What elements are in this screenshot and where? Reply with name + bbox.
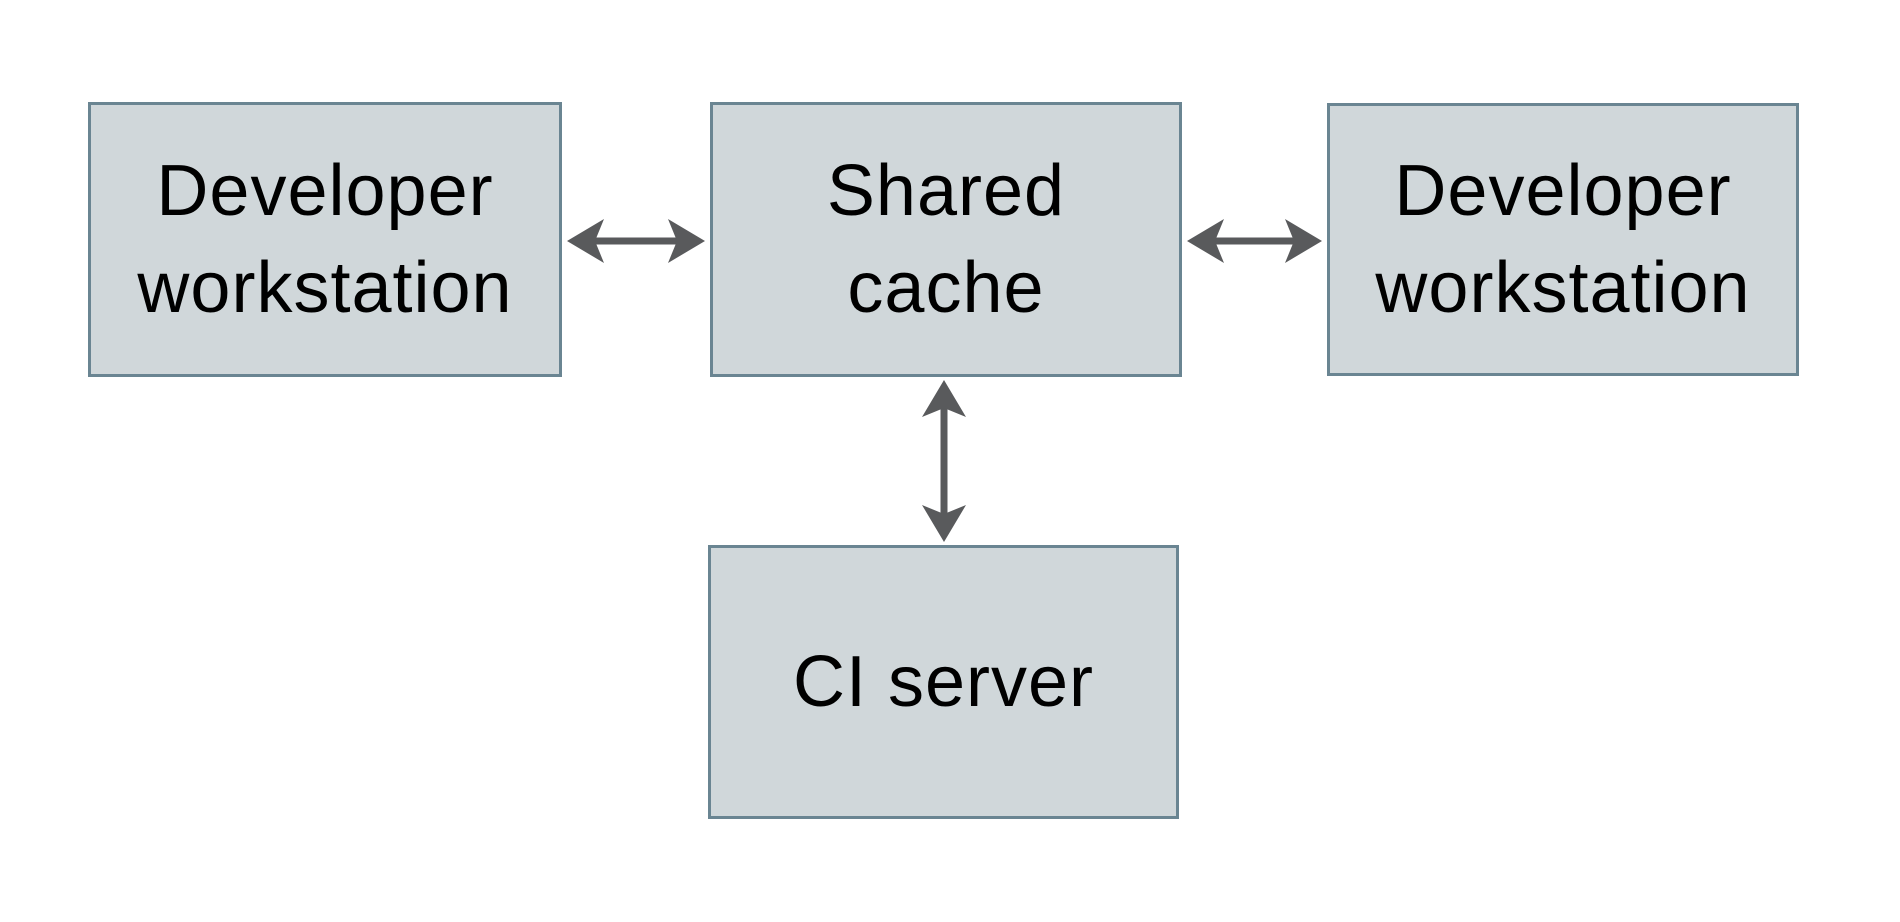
bidirectional-arrow-cache-devright (1187, 219, 1322, 263)
node-label-line: workstation (137, 247, 513, 328)
node-developer-workstation-left: Developer workstation (88, 102, 562, 377)
arrowhead-left-icon (567, 219, 604, 263)
node-developer-workstation-right: Developer workstation (1327, 103, 1799, 376)
node-label-line: Developer (1394, 150, 1732, 231)
node-label-line: Developer (156, 150, 494, 231)
node-label-line: Shared (826, 150, 1066, 231)
arrowhead-right-icon (1285, 219, 1322, 263)
arrowhead-left-icon (1187, 219, 1224, 263)
node-ci-server: CI server (708, 545, 1179, 819)
node-label-line: CI server (792, 641, 1095, 722)
arrowhead-up-icon (922, 380, 966, 417)
node-label-line: cache (847, 247, 1045, 328)
bidirectional-arrow-devleft-cache (567, 219, 705, 263)
node-label-line: workstation (1375, 247, 1751, 328)
bidirectional-arrow-cache-ciserver (922, 380, 966, 542)
arrowhead-down-icon (922, 505, 966, 542)
node-shared-cache: Shared cache (710, 102, 1182, 377)
arrowhead-right-icon (668, 219, 705, 263)
